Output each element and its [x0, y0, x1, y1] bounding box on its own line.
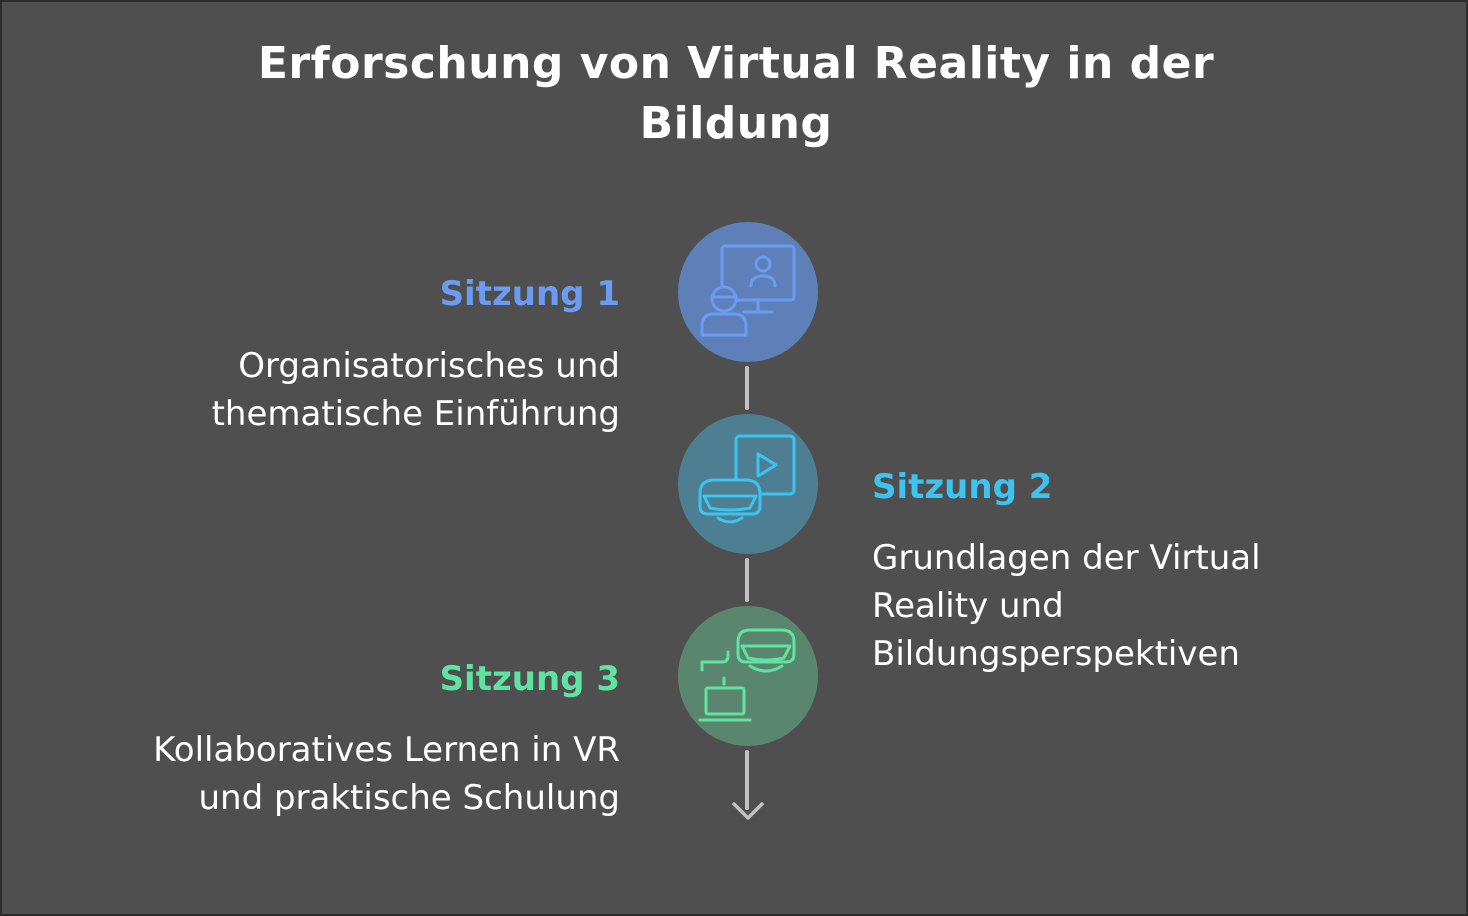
- connector-line: [745, 558, 749, 602]
- vr-headset-video-icon: [698, 434, 796, 524]
- vr-headset-laptop-icon: [698, 628, 796, 722]
- step-1-description: Organisatorisches und thematische Einfüh…: [211, 346, 620, 434]
- step-3-title: Sitzung 3: [439, 659, 620, 699]
- step-2-description: Grundlagen der Virtual Reality und Bildu…: [872, 538, 1261, 674]
- step-1-node: [678, 222, 818, 362]
- arrow-down-icon: [732, 802, 764, 820]
- connector-line: [745, 750, 749, 810]
- step-3-description: Kollaboratives Lernen in VR und praktisc…: [153, 730, 620, 818]
- step-3-node: [678, 606, 818, 746]
- step-2-title: Sitzung 2: [872, 467, 1053, 507]
- step-2-node: [678, 414, 818, 554]
- presenter-screen-icon: [700, 244, 796, 337]
- step-1-title: Sitzung 1: [439, 274, 620, 314]
- diagram-title: Erforschung von Virtual Reality in der B…: [257, 38, 1215, 149]
- connector-line: [745, 366, 749, 410]
